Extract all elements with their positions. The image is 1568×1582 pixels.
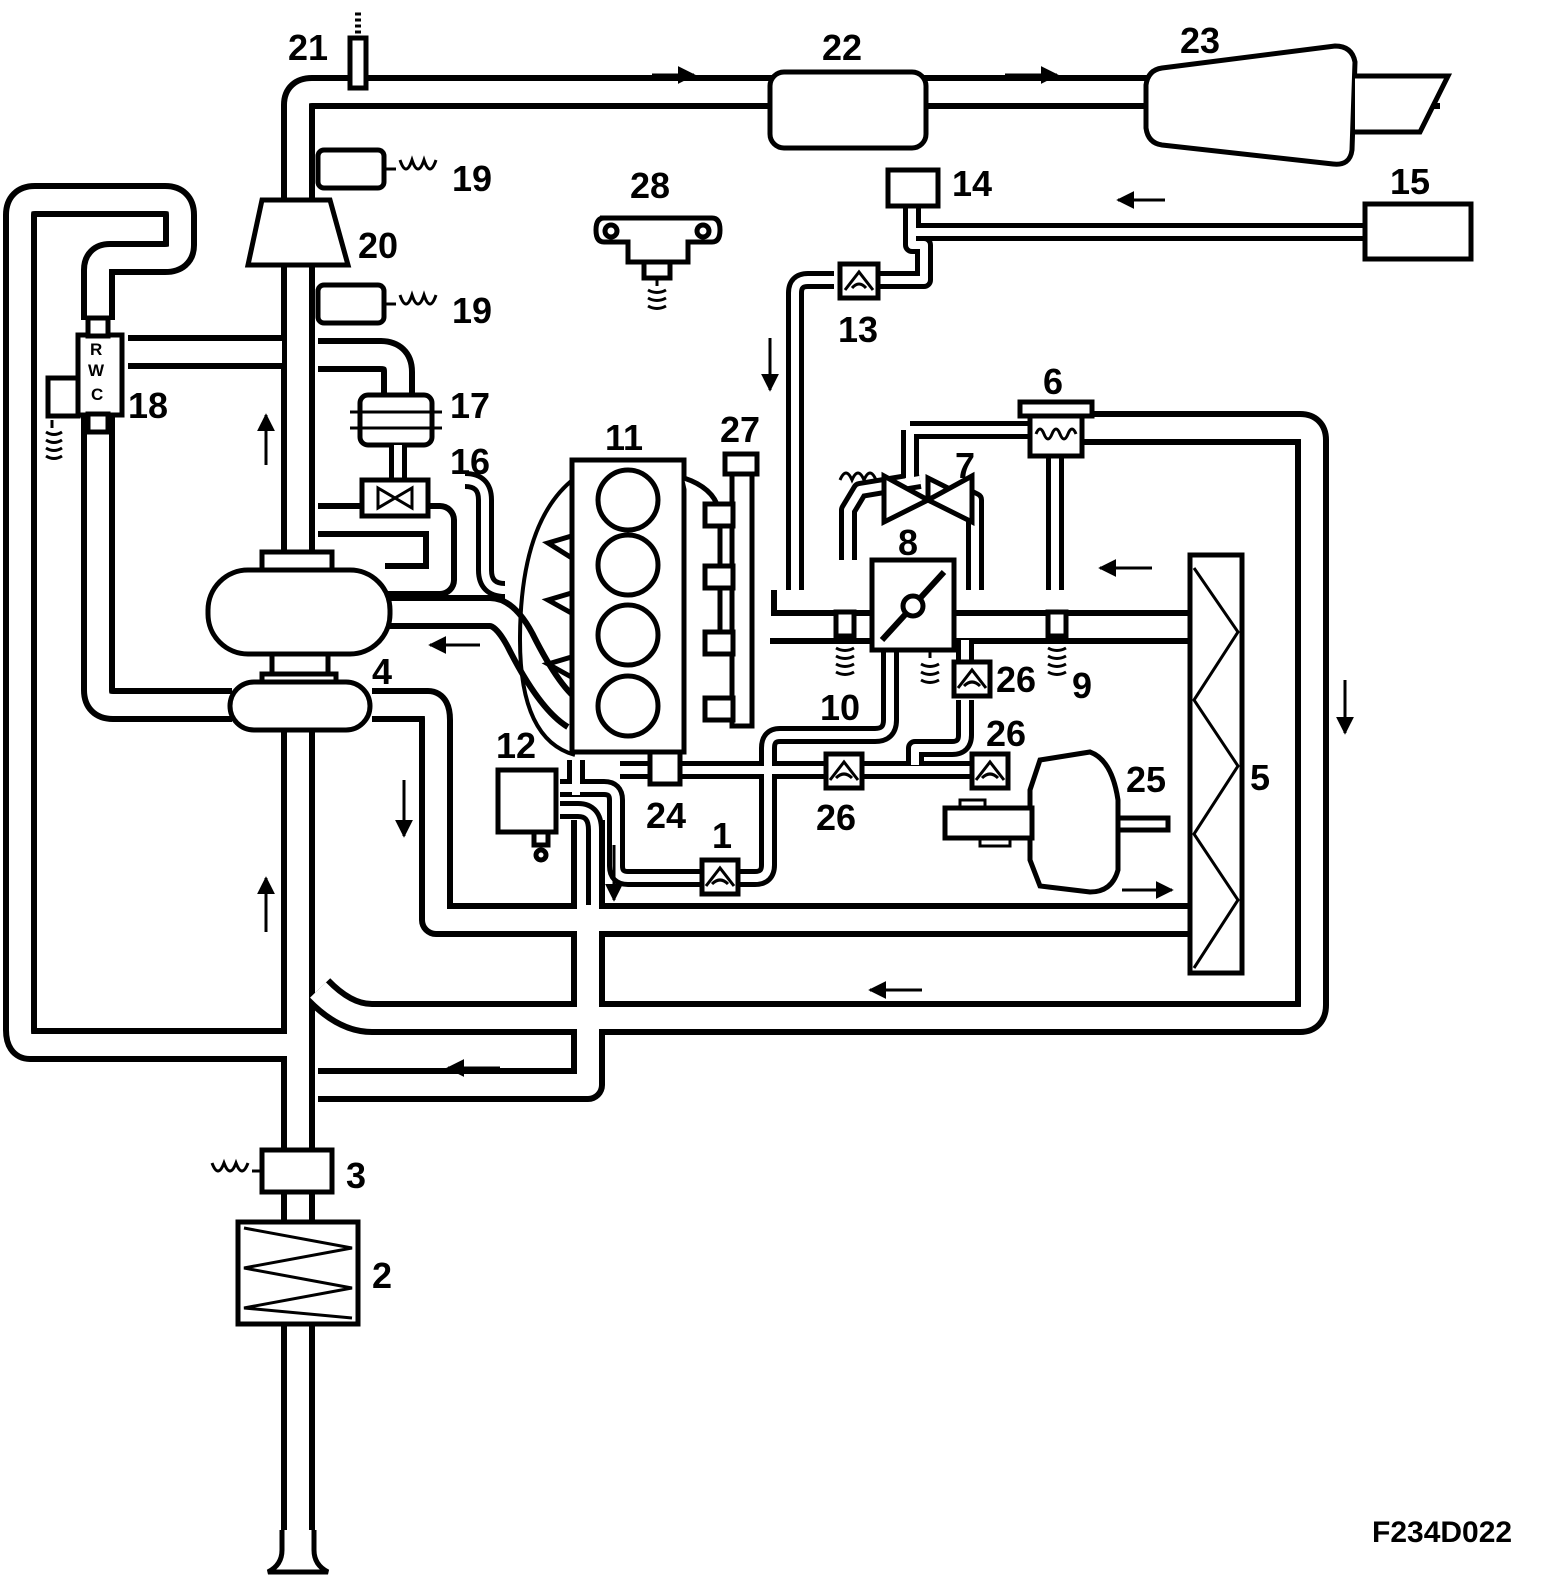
callout-5: 5 xyxy=(1250,757,1270,798)
oxygen-sensor-21 xyxy=(347,12,369,91)
callout-18: 18 xyxy=(128,385,168,426)
callout-19-lower: 19 xyxy=(452,290,492,331)
maf-sensor-3 xyxy=(210,1147,335,1195)
turbocharger xyxy=(205,549,393,733)
callout-9: 9 xyxy=(1072,665,1092,706)
callout-7: 7 xyxy=(955,445,975,486)
check-valve-13 xyxy=(837,261,881,301)
catalytic-converter-22 xyxy=(767,69,929,151)
sensor-19-upper xyxy=(315,147,438,191)
muffler-23 xyxy=(1143,43,1453,167)
map-sensor-28 xyxy=(593,215,723,310)
callout-26-c: 26 xyxy=(986,713,1026,754)
valve18-letter-w: W xyxy=(88,361,105,380)
callout-17: 17 xyxy=(450,385,490,426)
callout-8: 8 xyxy=(898,522,918,563)
callout-24: 24 xyxy=(646,795,686,836)
callout-14: 14 xyxy=(952,163,992,204)
callout-26-a: 26 xyxy=(816,797,856,838)
callout-12: 12 xyxy=(496,725,536,766)
callout-28: 28 xyxy=(630,165,670,206)
callout-22: 22 xyxy=(822,27,862,68)
callout-21: 21 xyxy=(288,27,328,68)
valve-16 xyxy=(359,477,431,519)
check-valve-26-a xyxy=(823,751,865,791)
filter-17 xyxy=(350,392,442,480)
sensor-9 xyxy=(1045,609,1069,676)
callout-1: 1 xyxy=(712,815,732,856)
callout-20: 20 xyxy=(358,225,398,266)
callout-10: 10 xyxy=(820,687,860,728)
component-15 xyxy=(1362,201,1474,262)
component-14 xyxy=(885,167,941,209)
callout-23: 23 xyxy=(1180,20,1220,61)
callout-13: 13 xyxy=(838,309,878,350)
callout-2: 2 xyxy=(372,1255,392,1296)
idle-valve-7 xyxy=(838,471,975,527)
valve18-letter-c: C xyxy=(91,385,103,404)
main-air-pipes-inner xyxy=(9,81,1440,1545)
vacuum-hoses-inner xyxy=(464,205,1365,905)
callout-6: 6 xyxy=(1043,361,1063,402)
callout-4: 4 xyxy=(372,651,392,692)
throttle-body-8 xyxy=(869,557,957,684)
callout-3: 3 xyxy=(346,1155,366,1196)
callout-25: 25 xyxy=(1126,759,1166,800)
check-valve-1 xyxy=(699,857,741,897)
bypass-valve-6 xyxy=(1017,399,1095,459)
component-24 xyxy=(647,749,683,787)
callout-26-b: 26 xyxy=(996,659,1036,700)
air-intake-flare xyxy=(266,1530,330,1575)
component-12 xyxy=(495,767,559,863)
brake-booster-25 xyxy=(942,749,1171,895)
valve18-letter-r: R xyxy=(90,340,102,359)
check-valve-26-b xyxy=(951,659,993,699)
check-valve-26-c xyxy=(969,751,1011,791)
pre-catalyst-20 xyxy=(244,197,352,268)
air-filter-2 xyxy=(235,1219,361,1327)
sensor-19-lower xyxy=(315,282,438,326)
callout-16: 16 xyxy=(450,441,490,482)
solenoid-valve-18 xyxy=(45,315,125,460)
fuel-rail-27 xyxy=(702,451,760,729)
callout-15: 15 xyxy=(1390,161,1430,202)
sensor-10 xyxy=(833,609,857,676)
callout-19-upper: 19 xyxy=(452,158,492,199)
figure-code: F234D022 xyxy=(1372,1516,1512,1549)
flow-arrows xyxy=(257,66,1354,1077)
intercooler-5 xyxy=(1187,552,1245,976)
callout-27: 27 xyxy=(720,409,760,450)
callout-11: 11 xyxy=(605,417,643,458)
